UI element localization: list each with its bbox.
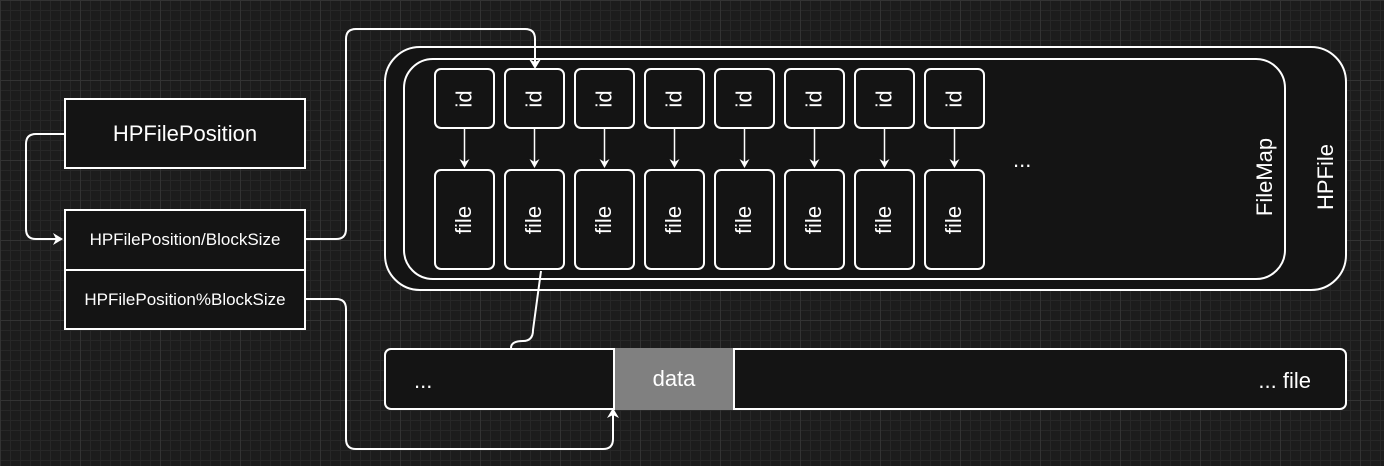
file-cell: file	[644, 169, 705, 270]
arrowhead-block-index	[53, 233, 63, 245]
id-to-file-arrowhead	[459, 159, 470, 168]
id-cell: id	[854, 68, 915, 129]
arrowhead-data	[607, 408, 619, 418]
data-segment: data	[613, 348, 735, 410]
id-to-file-arrowhead	[669, 159, 680, 168]
file-bar-right-label: ... file	[1258, 368, 1311, 393]
id-cell: id	[504, 68, 565, 129]
block-index-cell: HPFilePosition/BlockSize	[64, 209, 306, 271]
filemap-ellipsis: ...	[1013, 147, 1032, 172]
file-cell: file	[924, 169, 985, 270]
connector-block-index-to-filemap	[306, 28, 536, 240]
id-cell: id	[784, 68, 845, 129]
id-to-file-arrowhead	[529, 159, 540, 168]
id-to-file-arrowhead	[879, 159, 890, 168]
id-cell: id	[714, 68, 775, 129]
file-bar: ... data ... file	[384, 348, 1347, 410]
id-cell: id	[644, 68, 705, 129]
arrowhead-filemap	[529, 59, 541, 69]
id-cell: id	[574, 68, 635, 129]
id-to-file-arrowhead	[949, 159, 960, 168]
block-index-label: HPFilePosition/BlockSize	[89, 230, 281, 249]
block-offset-label: HPFilePosition%BlockSize	[84, 289, 286, 309]
id-to-file-arrowhead	[739, 159, 750, 168]
data-segment-label: data	[652, 366, 696, 391]
file-cell: file	[854, 169, 915, 270]
block-offset-cell: HPFilePosition%BlockSize	[64, 269, 306, 330]
file-cell: file	[434, 169, 495, 270]
id-cell: id	[924, 68, 985, 129]
file-bar-left-ellipsis: ...	[414, 368, 433, 393]
connector-position-to-block-index	[25, 133, 64, 240]
file-cell: file	[714, 169, 775, 270]
id-cell: id	[434, 68, 495, 129]
id-to-file-arrowhead	[599, 159, 610, 168]
hpfileposition-label: HPFilePosition	[112, 120, 258, 146]
connector-block-offset-to-data	[306, 298, 614, 450]
id-to-file-arrowhead	[809, 159, 820, 168]
connector-file-to-bar	[510, 270, 542, 349]
hpfileposition-box: HPFilePosition	[64, 98, 306, 169]
file-cell: file	[784, 169, 845, 270]
file-cell: file	[504, 169, 565, 270]
file-cell: file	[574, 169, 635, 270]
